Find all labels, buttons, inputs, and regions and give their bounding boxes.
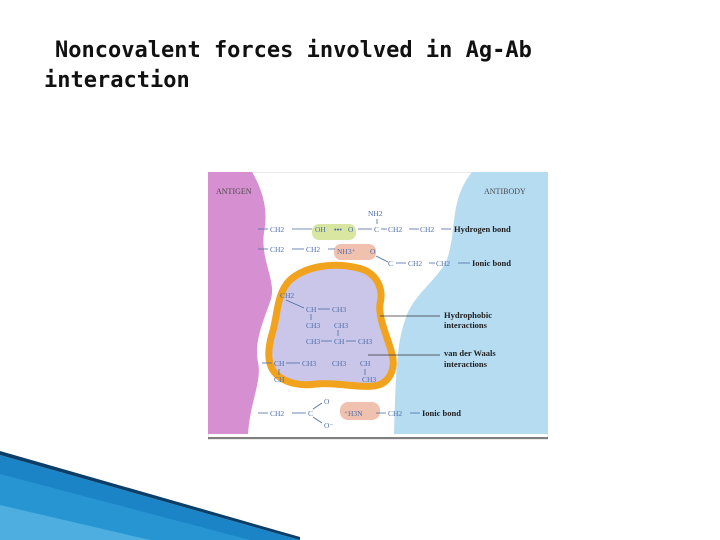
hydro-r1a: CH <box>306 305 317 314</box>
corner-light-band <box>0 474 250 540</box>
label-ionic-bond-1: Ionic bond <box>472 258 511 268</box>
hydro-r4a: CH <box>274 359 285 368</box>
antigen-surface <box>208 172 273 434</box>
row1-bonds <box>258 219 451 230</box>
last-o-bottom: O⁻ <box>324 421 333 430</box>
last-o-top: O <box>324 397 330 406</box>
hydro-r4b: CH3 <box>302 359 316 368</box>
hydro-r5b: CH3 <box>362 375 376 384</box>
row2-nh3: NH3⁺ <box>337 247 356 256</box>
hydro-r3b: CH <box>334 337 345 346</box>
chemistry-row-1: CH2 OH ••• O C CH2 CH2 NH2 <box>270 209 434 234</box>
corner-blue-wedge <box>0 455 300 540</box>
hydrophobic-pocket <box>265 261 397 390</box>
row1-dots: ••• <box>334 225 342 234</box>
label-ionic-bond-2: Ionic bond <box>422 408 461 418</box>
hydro-r1b: CH3 <box>332 305 346 314</box>
antigen-label: ANTIGEN <box>216 187 252 196</box>
slide-title: Noncovalent forces involved in Ag-Ab int… <box>44 36 644 96</box>
row2-ch2a: CH2 <box>270 245 284 254</box>
ionic-bond-highlight-1 <box>334 244 376 260</box>
row1-c: C <box>374 225 379 234</box>
row2-ch2c: CH2 <box>408 259 422 268</box>
hydro-bond-a <box>285 299 305 309</box>
label-hydrophobic-interactions: interactions <box>444 320 488 330</box>
corner-lighter-band <box>0 505 150 540</box>
row1-ch2b: CH2 <box>420 225 434 234</box>
row2-c: C <box>388 259 393 268</box>
row1-oh: OH <box>315 225 326 234</box>
last-ch2b: CH2 <box>388 409 402 418</box>
hydro-r3a: CH3 <box>306 337 320 346</box>
row2-o: O <box>370 247 376 256</box>
last-h3n: ⁺H3N <box>344 409 363 418</box>
slide-title-line-1: Noncovalent forces involved in Ag-Ab <box>55 38 532 63</box>
figure-svg: ANTIGEN ANTIBODY CH2 OH ••• O C CH2 CH2 … <box>208 172 548 440</box>
last-row-bonds <box>258 402 420 424</box>
antigen-antibody-figure: ANTIGEN ANTIBODY CH2 OH ••• O C CH2 CH2 … <box>208 172 548 440</box>
label-hydrogen-bond: Hydrogen bond <box>454 224 511 234</box>
row2-ch2b: CH2 <box>306 245 320 254</box>
hydro-r5a: CH <box>274 375 285 384</box>
row1-o: O <box>348 225 354 234</box>
antibody-surface <box>394 172 548 434</box>
hydro-r3c: CH3 <box>358 337 372 346</box>
chemistry-last-row: CH2 C O O⁻ ⁺H3N CH2 <box>270 397 402 430</box>
hydro-r4d: CH <box>360 359 371 368</box>
last-bond-d <box>312 416 323 424</box>
hydrophobic-bonds <box>262 299 366 375</box>
hydro-r2a: CH3 <box>306 321 320 330</box>
last-c: C <box>308 409 313 418</box>
last-ch2: CH2 <box>270 409 284 418</box>
chemistry-row-2: CH2 CH2 NH3⁺ O C CH2 CH2 <box>270 245 450 268</box>
hydro-ch2-top: CH2 <box>280 291 294 300</box>
corner-dark-stripe <box>0 451 300 540</box>
last-bond-c <box>312 402 323 410</box>
hydrophobic-chemistry: CH2 CH CH3 CH3 CH3 CH3 CH CH3 CH CH3 CH3… <box>274 291 376 384</box>
slide-title-line-2: interaction <box>44 68 190 93</box>
row2-bond-d <box>375 255 389 263</box>
label-hydrophobic: Hydrophobic <box>444 310 492 320</box>
antibody-label: ANTIBODY <box>484 187 526 196</box>
row2-ch2d: CH2 <box>436 259 450 268</box>
row1-ch2: CH2 <box>270 225 284 234</box>
hydrogen-bond-highlight <box>312 224 356 240</box>
label-leader-lines <box>368 315 440 356</box>
hydro-r2b: CH3 <box>334 321 348 330</box>
row1-nh2: NH2 <box>368 209 383 218</box>
ionic-bond-highlight-2 <box>340 402 380 420</box>
row2-bonds <box>258 248 470 264</box>
label-vdw-interactions: interactions <box>444 359 488 369</box>
bond-labels: Hydrogen bond Ionic bond Hydrophobic int… <box>422 224 511 418</box>
row1-ch2a: CH2 <box>388 225 402 234</box>
hydro-r4c: CH3 <box>332 359 346 368</box>
label-van-der-waals: van der Waals <box>444 348 496 358</box>
